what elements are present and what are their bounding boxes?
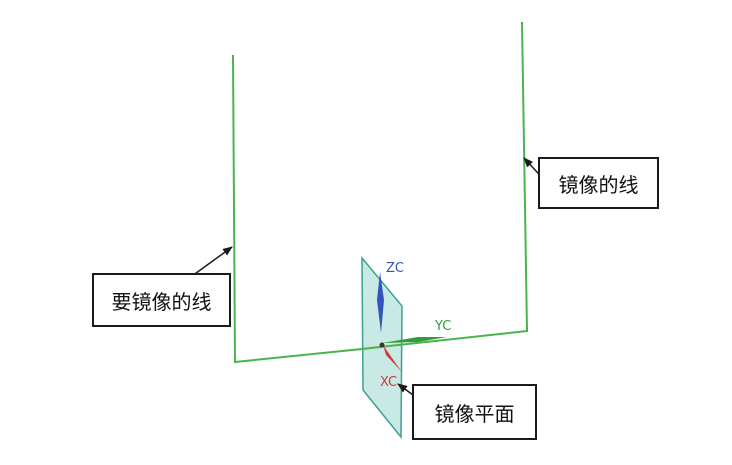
leader-line-to-mirror bbox=[191, 246, 233, 277]
y-axis-arrow bbox=[382, 337, 447, 343]
csys-origin bbox=[379, 342, 385, 348]
callout-mirrored-line-text: 镜像的线 bbox=[558, 172, 639, 197]
callout-mirror-plane-text: 镜像平面 bbox=[434, 401, 515, 426]
x-axis-label: XC bbox=[380, 375, 397, 390]
line-to-mirror bbox=[232, 54, 363, 364]
mirrored-line bbox=[361, 21, 529, 350]
callout-mirrored-line: 镜像的线 bbox=[538, 157, 659, 209]
callout-line-to-mirror-text: 要镜像的线 bbox=[111, 289, 212, 314]
callout-mirror-plane: 镜像平面 bbox=[412, 384, 537, 440]
z-axis-label: ZC bbox=[386, 261, 404, 276]
z-axis-arrow bbox=[377, 272, 384, 333]
y-axis-label: YC bbox=[434, 319, 451, 334]
callout-line-to-mirror: 要镜像的线 bbox=[92, 273, 231, 327]
